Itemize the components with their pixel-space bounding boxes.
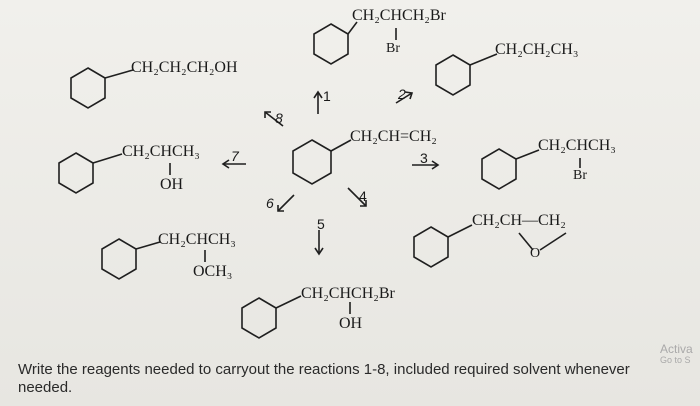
reaction-number-2: 2	[398, 86, 406, 102]
ring-right-upper	[435, 54, 471, 96]
label-bottom-sub: OH	[339, 315, 363, 332]
ring-center	[292, 139, 332, 185]
ring-bottom	[241, 297, 277, 339]
label-left-lower: CH₂CHCH₃	[158, 231, 236, 248]
reaction-number-8: 8	[275, 110, 283, 126]
label-left-mid-sub: OH	[160, 176, 184, 193]
label-left-upper: CH₂CH₂CH₂OH	[131, 59, 238, 76]
ring-right-lower	[413, 226, 449, 268]
label-epoxide-oxygen: O	[530, 246, 541, 261]
ring-right-mid	[481, 148, 517, 190]
label-right-mid-sub: Br	[573, 168, 587, 183]
label-right-mid: CH₂CHCH₃	[538, 137, 616, 154]
label-bottom: CH₂CHCH₂Br	[301, 285, 395, 302]
label-top-center: CH₂CHCH₂Br	[352, 7, 446, 24]
question-caption: Write the reagents needed to carryout th…	[18, 361, 630, 396]
label-right-lower: CH₂CH—CH₂	[472, 212, 566, 229]
reaction-number-1: 1	[323, 88, 331, 104]
watermark-line-2: Go to S	[660, 355, 691, 366]
activation-watermark: Activa Go to S	[660, 342, 700, 366]
label-left-lower-sub: OCH₃	[193, 263, 233, 280]
ring-left-mid	[58, 152, 94, 194]
label-left-mid: CH₂CHCH₃	[122, 143, 200, 160]
reaction-number-6: 6	[266, 195, 274, 211]
reaction-number-5: 5	[317, 216, 325, 232]
label-top-center-sub: Br	[386, 41, 400, 56]
watermark-line-1: Activa	[660, 342, 693, 356]
label-right-upper: CH₂CH₂CH₃	[495, 41, 579, 58]
reaction-number-7: 7	[231, 148, 239, 164]
label-center: CH₂CH=CH₂	[350, 128, 437, 145]
ring-top-center	[313, 23, 349, 65]
reaction-number-3: 3	[420, 150, 428, 166]
ring-left-lower	[101, 238, 137, 280]
reaction-number-4: 4	[359, 188, 367, 204]
ring-left-upper	[70, 67, 106, 109]
